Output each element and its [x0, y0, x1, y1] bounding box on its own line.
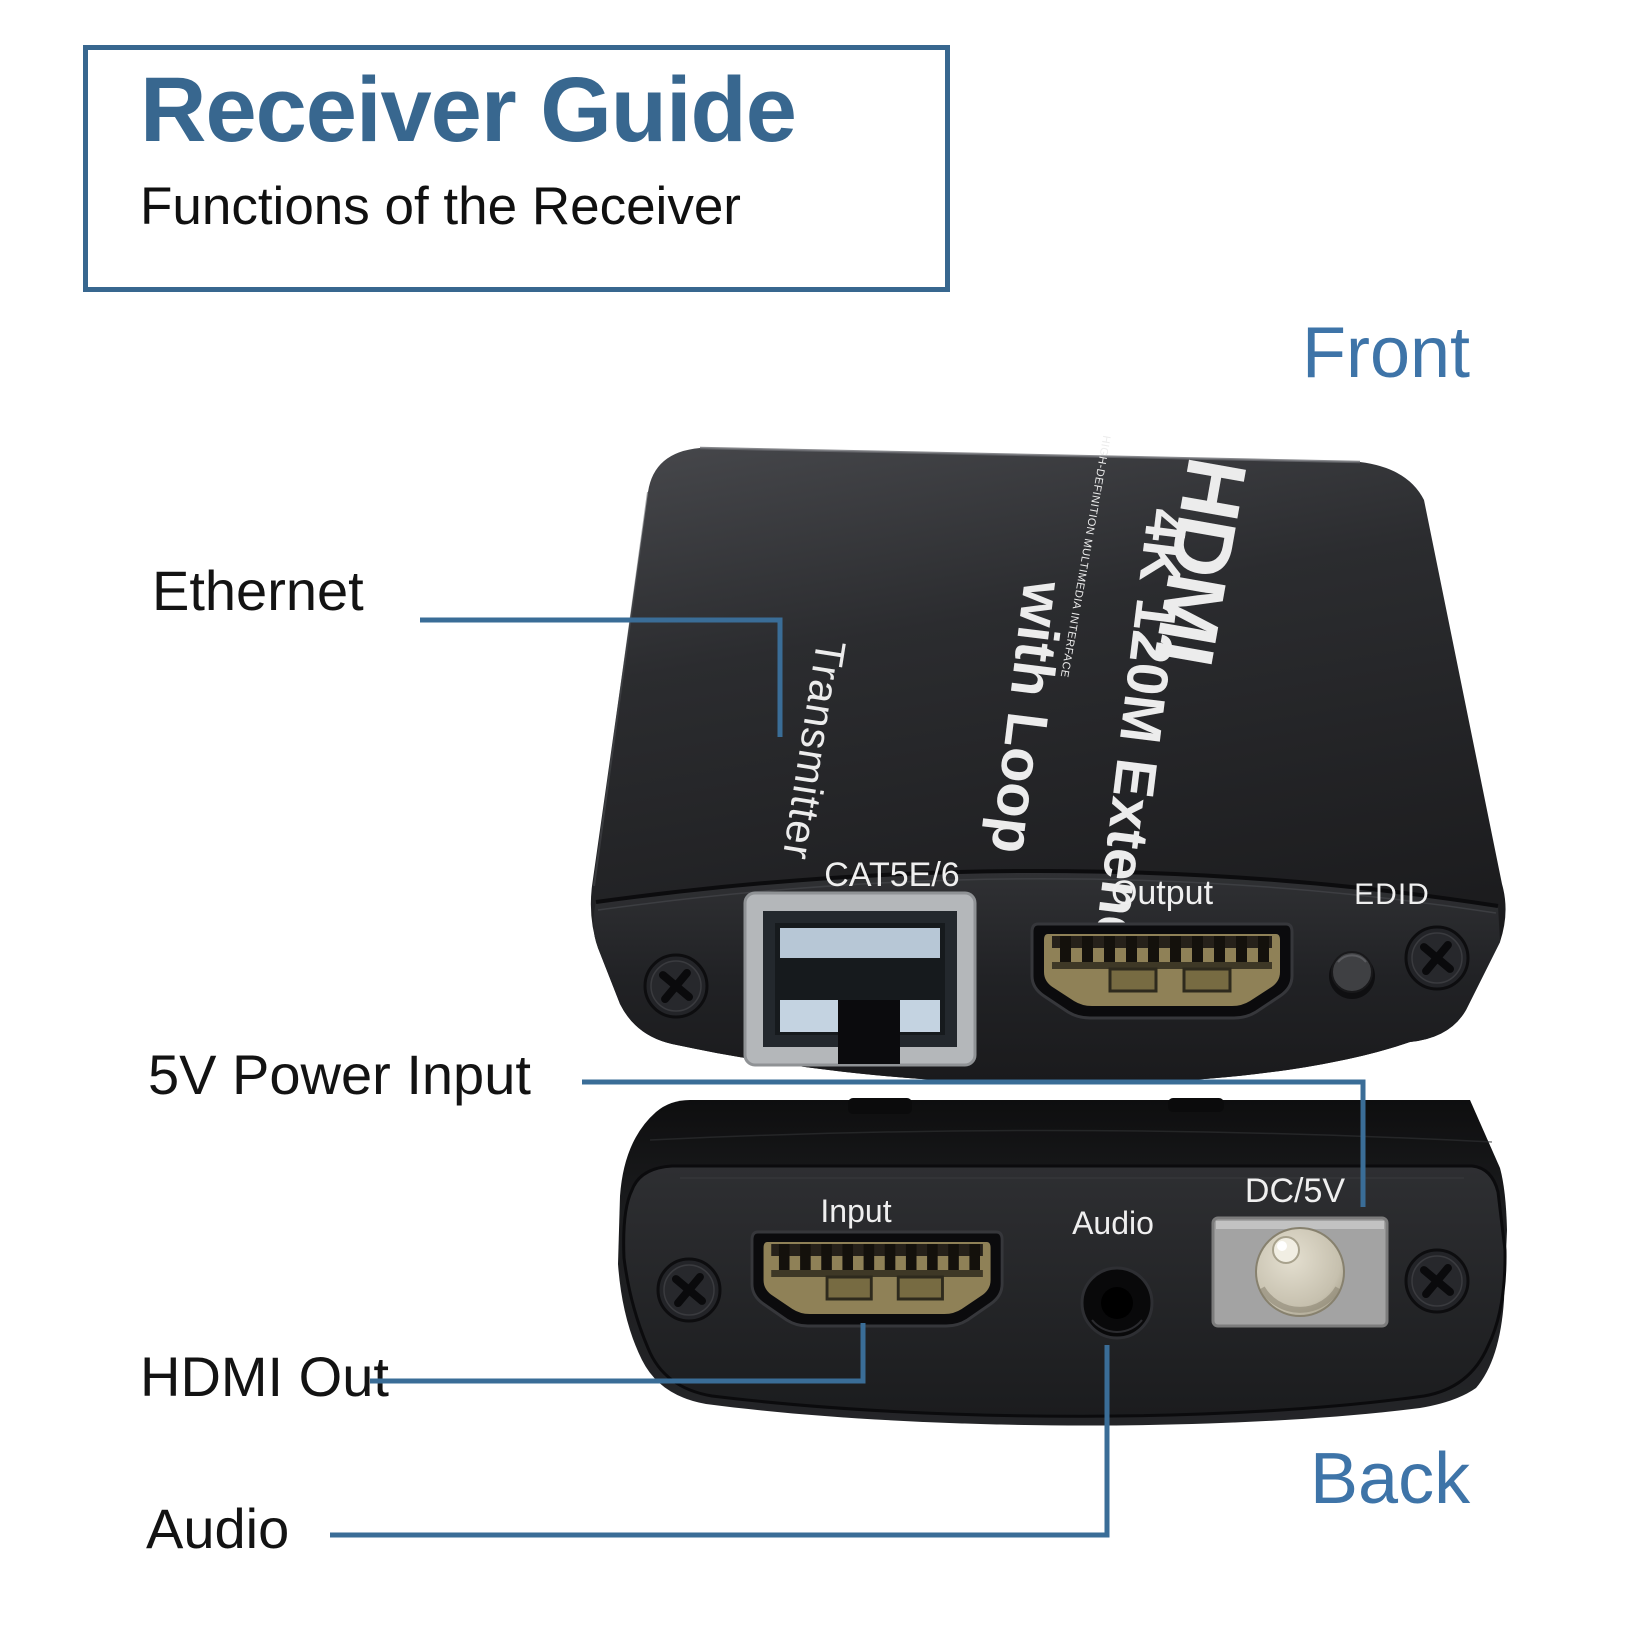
screw-icon: [645, 955, 707, 1017]
edid-label: EDID: [1354, 878, 1430, 911]
page-subtitle: Functions of the Receiver: [140, 176, 741, 236]
dc-power-port: [1211, 1216, 1389, 1328]
input-port-label: Input: [820, 1193, 891, 1229]
audio-port-label: Audio: [1072, 1205, 1154, 1241]
back-view-label: Back: [1310, 1439, 1471, 1519]
ethernet-port-label: CAT5E/6: [824, 856, 959, 894]
callout-line-ethernet: [420, 617, 783, 737]
dc-power-label: DC/5V: [1245, 1172, 1345, 1210]
audio-jack: [1080, 1266, 1154, 1340]
device-front-unit: Transmitter with Loop 4K 120M Extender H…: [590, 434, 1506, 1085]
callout-label-ethernet: Ethernet: [152, 559, 364, 622]
callout-line-power: [582, 1079, 1366, 1207]
output-port-label: Output: [1111, 874, 1214, 912]
callout-label-power: 5V Power Input: [148, 1043, 531, 1106]
screw-icon: [1406, 1250, 1468, 1312]
screw-icon: [658, 1259, 720, 1321]
screw-icon: [1406, 927, 1468, 989]
edid-button: [1329, 951, 1375, 999]
callout-label-hdmi-out: HDMI Out: [140, 1345, 389, 1408]
device-back-unit: Input Audio DC/5V: [618, 1098, 1507, 1426]
hdmi-input-port: [750, 1230, 1004, 1328]
title-box: Receiver Guide Functions of the Receiver: [83, 45, 950, 292]
page-title: Receiver Guide: [140, 59, 797, 161]
callout-line-audio: [330, 1345, 1110, 1538]
callout-line-hdmi-out: [370, 1323, 866, 1384]
ethernet-port: [743, 891, 977, 1067]
hdmi-output-port: [1030, 922, 1294, 1020]
front-view-label: Front: [1302, 313, 1471, 393]
callout-label-audio: Audio: [146, 1497, 290, 1560]
